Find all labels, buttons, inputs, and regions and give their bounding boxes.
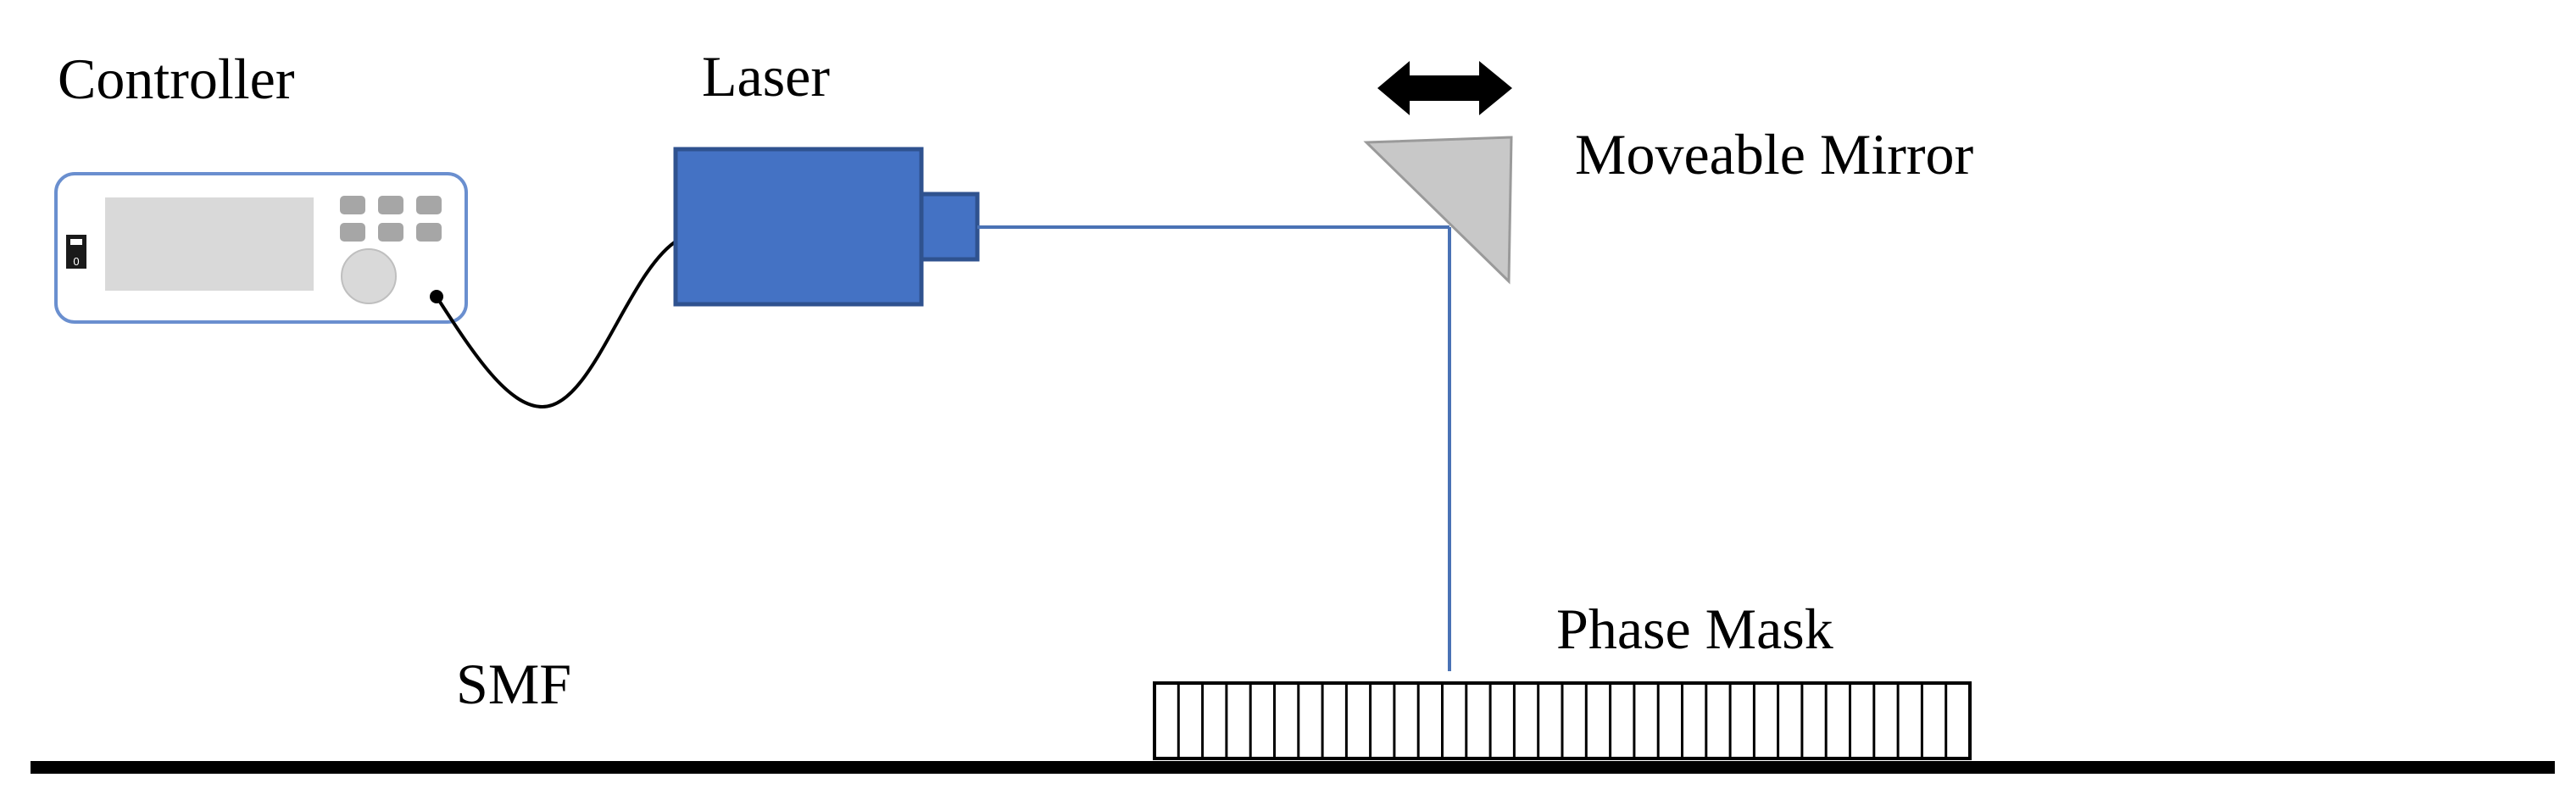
controller: 0 xyxy=(54,172,468,324)
controller-button-grid xyxy=(340,196,442,242)
controller-laser-cable xyxy=(435,238,680,409)
power-switch: 0 xyxy=(66,235,86,269)
laser-label: Laser xyxy=(702,44,830,108)
single-mode-fiber xyxy=(31,761,2555,774)
laser xyxy=(673,147,980,307)
moveable-mirror-label: Moveable Mirror xyxy=(1575,122,1974,186)
smf-label: SMF xyxy=(456,652,571,716)
controller-button xyxy=(340,196,365,214)
power-switch-label: 0 xyxy=(73,255,79,268)
controller-label: Controller xyxy=(58,47,295,111)
controller-button xyxy=(340,223,365,242)
controller-button xyxy=(378,223,403,242)
moveable-mirror xyxy=(1363,61,1513,285)
phase-mask-slits xyxy=(1177,683,1948,758)
phase-mask xyxy=(1153,681,1972,760)
laser-body xyxy=(673,147,924,307)
double-arrow-icon xyxy=(1377,61,1512,115)
phase-mask-label: Phase Mask xyxy=(1556,597,1833,661)
controller-button xyxy=(378,196,403,214)
controller-button xyxy=(416,223,442,242)
controller-button xyxy=(416,196,442,214)
controller-knob xyxy=(341,248,397,304)
laser-aperture xyxy=(919,192,980,262)
mirror-prism xyxy=(1363,136,1513,285)
controller-screen xyxy=(105,197,314,291)
laser-beam xyxy=(977,225,1451,671)
